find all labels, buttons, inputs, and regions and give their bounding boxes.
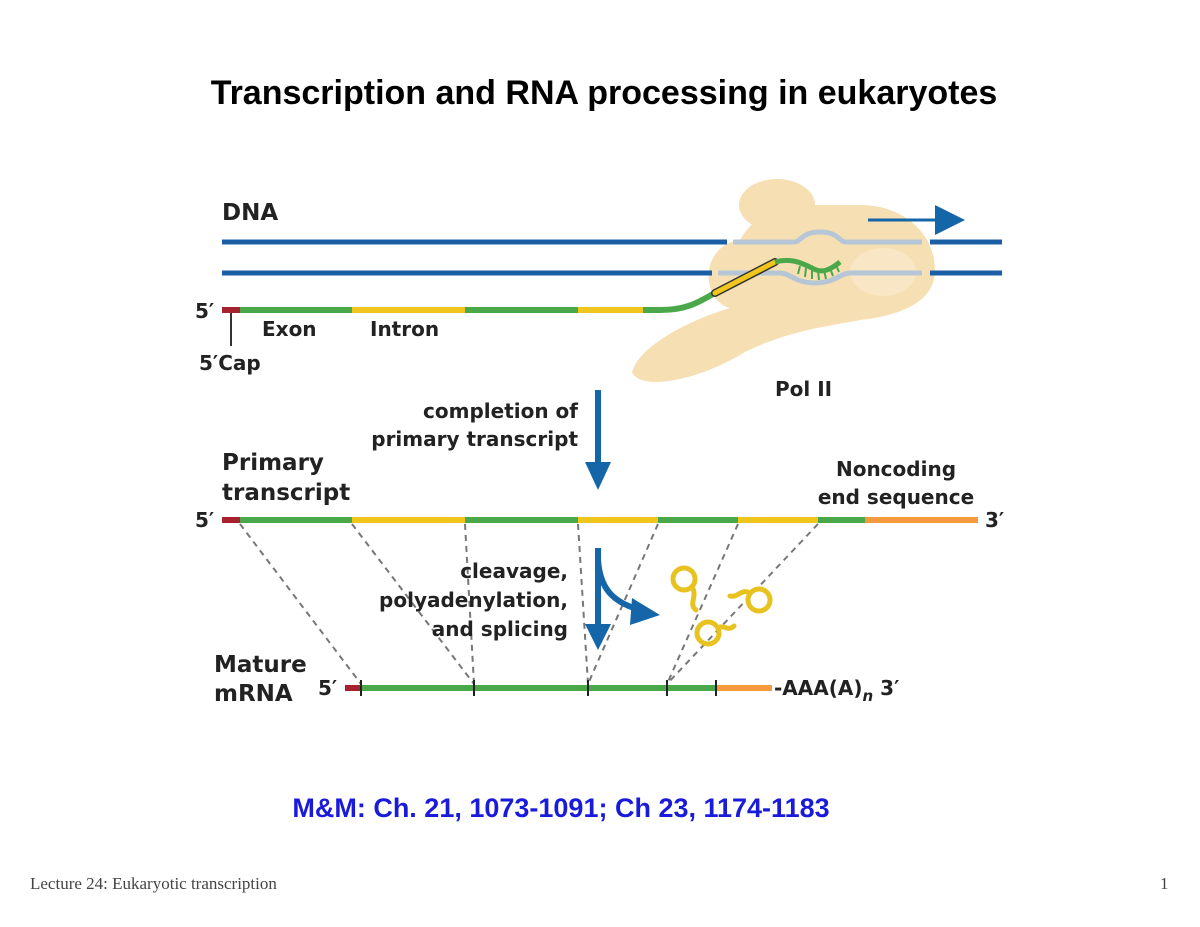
textbook-reference: M&M: Ch. 21, 1073-1091; Ch 23, 1174-1183 bbox=[292, 793, 830, 823]
step2-label-line1: cleavage, bbox=[460, 559, 568, 583]
nascent-transcript bbox=[222, 257, 842, 346]
cap-label: 5′Cap bbox=[199, 351, 261, 375]
pol-ii-body bbox=[632, 205, 935, 382]
slide-title: Transcription and RNA processing in euka… bbox=[210, 74, 998, 112]
exon-3 bbox=[643, 287, 722, 313]
pol-ii-label: Pol II bbox=[775, 377, 832, 401]
mature-label-line2: mRNA bbox=[214, 681, 293, 707]
pol-ii-top-lobe bbox=[739, 179, 815, 231]
step1-arrowhead bbox=[585, 462, 611, 490]
pol-ii-complex bbox=[632, 179, 935, 382]
dna-duplex bbox=[222, 205, 1002, 286]
transcription-bubble-bottom bbox=[718, 270, 922, 286]
mature-label-line1: Mature bbox=[214, 652, 307, 678]
polya-tail-label: -AAA(A)n 3′ bbox=[774, 676, 899, 705]
step2-arrows bbox=[585, 548, 660, 650]
exon-label: Exon bbox=[262, 317, 317, 341]
lariat-3 bbox=[694, 619, 737, 647]
primary-label-line1: Primary bbox=[222, 450, 324, 476]
exon-junction-ticks bbox=[360, 680, 717, 696]
step2-label-line2: polyadenylation, bbox=[379, 588, 568, 612]
polya-space bbox=[873, 676, 880, 700]
three-prime-primary: 3′ bbox=[985, 508, 1004, 532]
lecture-footer: Lecture 24: Eukaryotic transcription bbox=[30, 874, 277, 893]
mapping-lines bbox=[239, 523, 819, 685]
mature-mrna bbox=[345, 680, 772, 696]
three-prime-mature: 3′ bbox=[880, 676, 899, 700]
rna-dna-hybrid bbox=[774, 257, 842, 274]
five-prime-top: 5′ bbox=[195, 299, 214, 323]
dna-label: DNA bbox=[222, 200, 278, 226]
transcription-bubble-top bbox=[733, 229, 922, 245]
lariat-2 bbox=[727, 586, 773, 614]
step1-label-line2: primary transcript bbox=[371, 427, 578, 451]
step2-curved-arrowhead bbox=[630, 598, 660, 625]
excised-introns bbox=[670, 565, 773, 647]
step2-label-line3: and splicing bbox=[432, 617, 568, 641]
polya-subscript: n bbox=[863, 687, 874, 705]
intron-3-nascent-fill bbox=[712, 259, 778, 296]
noncoding-label-line2: end sequence bbox=[818, 485, 974, 509]
noncoding-label-line1: Noncoding bbox=[836, 457, 956, 481]
five-prime-mature: 5′ bbox=[318, 676, 337, 700]
primary-label-line2: transcript bbox=[222, 480, 350, 506]
lariat-1 bbox=[670, 565, 699, 613]
step2-down-arrowhead bbox=[585, 624, 611, 650]
page-number: 1 bbox=[1160, 874, 1169, 893]
polya-prefix: -AAA(A) bbox=[774, 676, 863, 700]
intron-label: Intron bbox=[370, 317, 439, 341]
base-pair-ticks bbox=[797, 264, 840, 281]
step1-label-line1: completion of bbox=[423, 399, 578, 423]
five-prime-primary: 5′ bbox=[195, 508, 214, 532]
